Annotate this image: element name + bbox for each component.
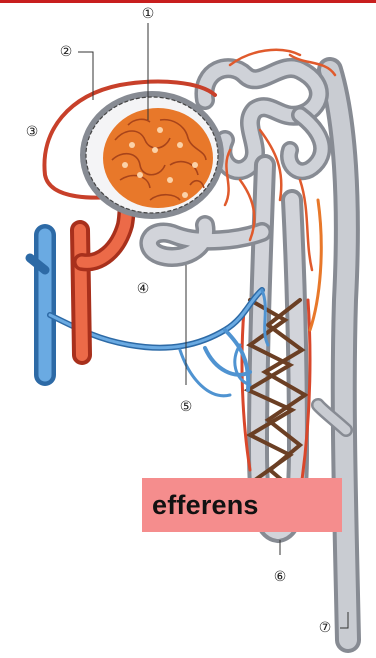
term-label-box: efferens: [142, 478, 342, 532]
callout-1: ①: [142, 6, 155, 22]
renal-vein: [30, 235, 45, 375]
glomerulus: [103, 108, 213, 208]
proximal-segment: [149, 225, 262, 257]
callout-2: ②: [60, 44, 73, 60]
callout-3: ③: [26, 124, 39, 140]
callout-4: ④: [137, 281, 150, 297]
callout-5: ⑤: [180, 399, 193, 415]
renal-artery: [80, 195, 130, 355]
callout-7: ⑦: [319, 620, 332, 636]
callout-6: ⑥: [274, 569, 287, 585]
term-label: efferens: [152, 490, 259, 521]
